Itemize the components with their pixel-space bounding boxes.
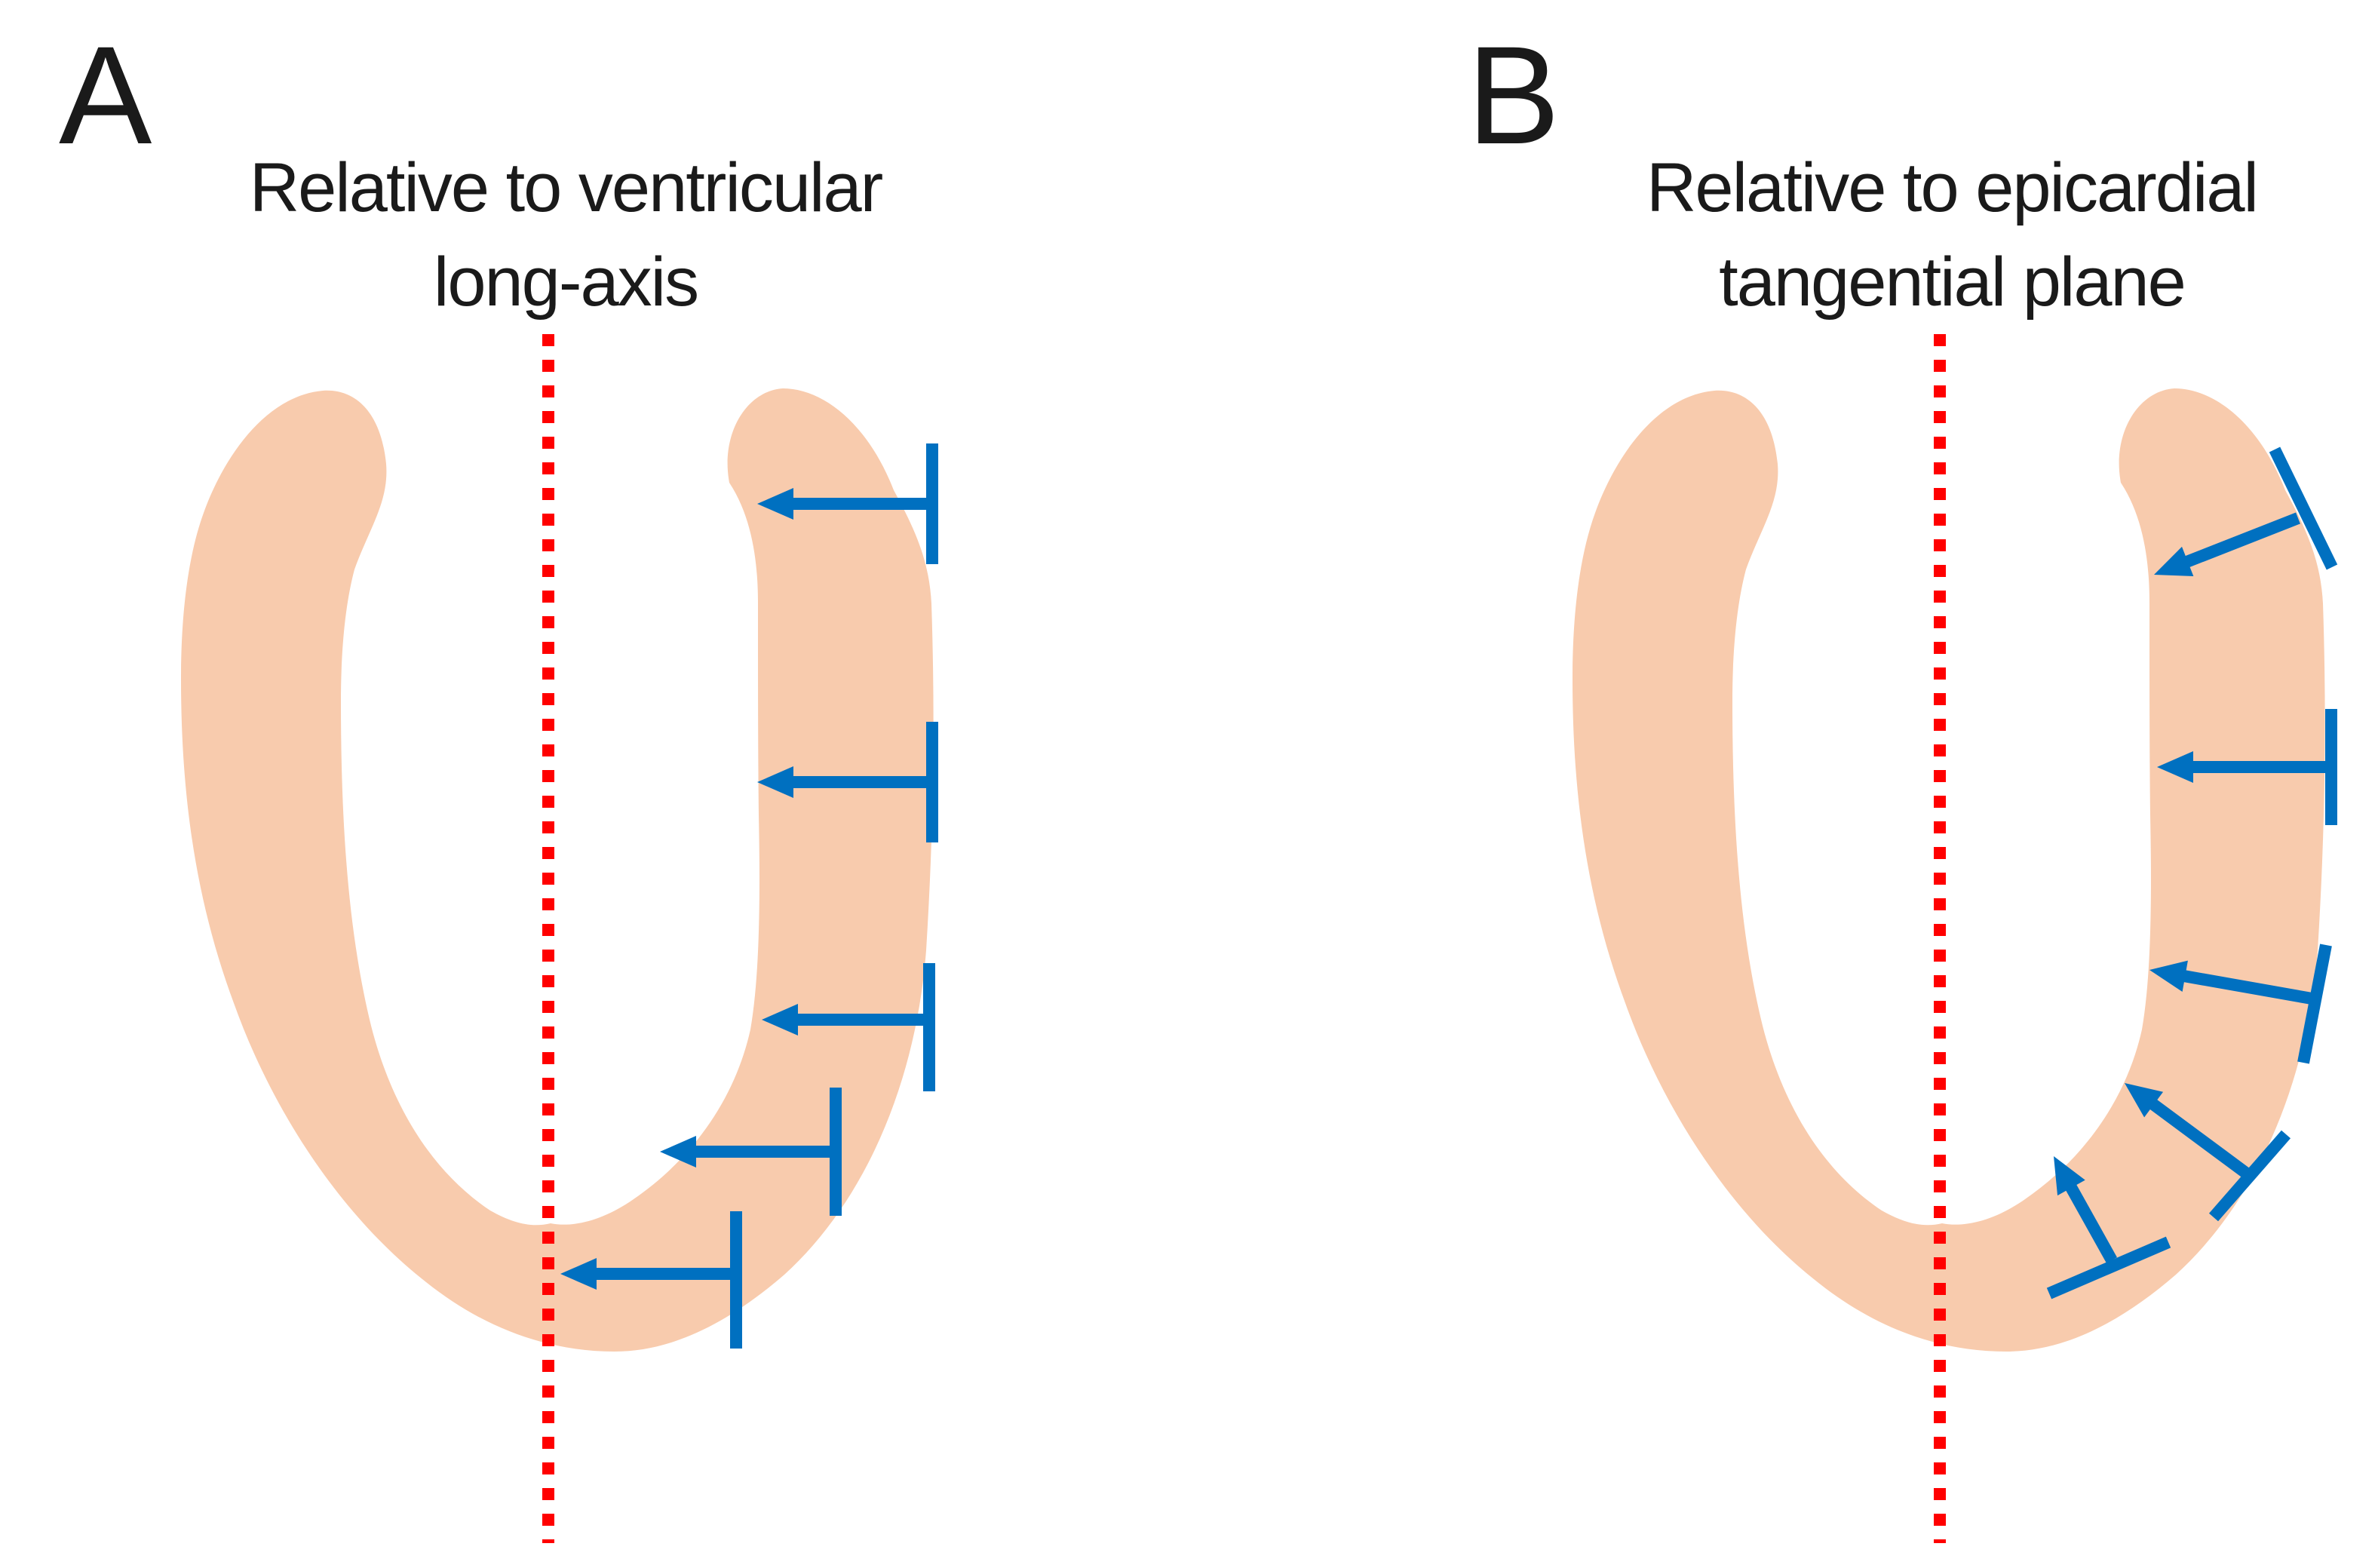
arrow-head (762, 1004, 798, 1036)
arrow-head (2125, 1083, 2164, 1118)
arrow-head (560, 1258, 597, 1290)
arrow-tail-bar (2269, 446, 2338, 570)
arrow-shaft (2060, 1175, 2117, 1263)
panel-b-title-line2: tangential plane (1719, 244, 2185, 321)
panel-b: B Relative to epicardial tangential plan… (1467, 18, 2338, 1543)
panel-a: A Relative to ventricular long-axis (59, 18, 938, 1543)
panel-b-arrows (2046, 446, 2338, 1300)
arrow-shaft (2175, 512, 2300, 572)
panel-b-title-line1: Relative to epicardial (1646, 149, 2257, 226)
arrow-shaft (2141, 1093, 2254, 1181)
panel-a-title-line2: long-axis (434, 244, 698, 321)
arrow-head (757, 766, 793, 798)
ventricle-myocardium-b (1573, 388, 2325, 1352)
arrow-tail-bar (2046, 1236, 2171, 1300)
arrow-head (2157, 751, 2193, 783)
arrow-shaft (2174, 968, 2318, 1005)
panel-a-label: A (59, 18, 152, 173)
arrow-head (2154, 546, 2194, 577)
arrow-head (2149, 960, 2188, 993)
arrow-head (660, 1136, 696, 1168)
arrow-head (2054, 1156, 2085, 1196)
panel-b-label: B (1467, 18, 1560, 173)
panel-a-arrows (560, 443, 938, 1349)
arrow-head (757, 488, 793, 520)
panel-a-title-line1: Relative to ventricular (250, 149, 883, 226)
ventricle-myocardium-a (181, 388, 934, 1352)
